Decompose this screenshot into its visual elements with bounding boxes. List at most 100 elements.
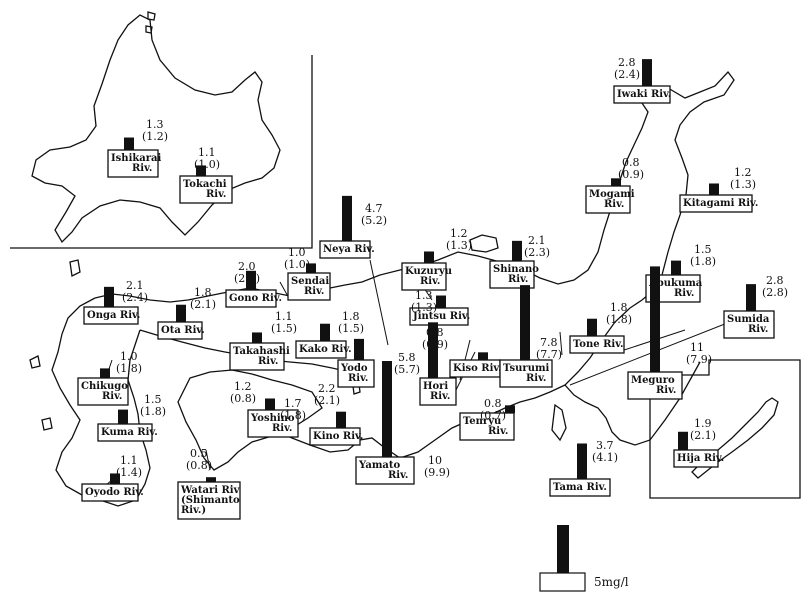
station-label-yodo-line2: Riv. xyxy=(348,373,368,384)
station-label-takahashi-line2: Riv. xyxy=(258,356,278,367)
station-label-yoshino: Yoshino xyxy=(250,413,295,424)
station-value-meguro: 11 xyxy=(690,341,704,354)
station-label-meguro-line2: Riv. xyxy=(656,385,676,396)
label-box-sumida xyxy=(723,310,775,339)
bar-oyodo-riv xyxy=(110,473,120,484)
station-value-prev-jintsu-riv: (1.3) xyxy=(411,301,437,314)
kanto-coast xyxy=(564,307,701,446)
hokkaido-inset-frame xyxy=(10,55,313,249)
station-label-tama-riv: Tama Riv. xyxy=(553,482,607,493)
label-box-kuma-riv xyxy=(97,423,153,442)
station-value-yoshino: 1.2 xyxy=(234,380,252,393)
label-box-shinano xyxy=(489,260,535,289)
bar-meguro xyxy=(650,266,660,372)
station-value-sumida: 2.8 xyxy=(766,274,784,287)
bar-kino-riv xyxy=(336,411,346,428)
station-value-kuzuryu: 1.2 xyxy=(450,227,468,240)
bar-kako-riv xyxy=(320,323,330,341)
station-kino-riv: Kino Riv.1.7(1.8) xyxy=(280,397,363,446)
station-value-onga-riv: 2.1 xyxy=(126,279,144,292)
station-value-hija-riv: 1.9 xyxy=(694,417,712,430)
station-label-hori-line2: Riv. xyxy=(430,391,450,402)
station-value-prev-hija-riv: (2.1) xyxy=(690,429,716,442)
station-value-takahashi: 1.1 xyxy=(275,310,293,323)
izu-peninsula xyxy=(551,403,567,442)
station-label-tokachi-line2: Riv. xyxy=(206,189,226,200)
station-value-prev-iwaki-riv: (2.4) xyxy=(614,68,640,81)
japan-sea-coast xyxy=(329,94,649,289)
station-tama-riv: Tama Riv.3.7(4.1) xyxy=(549,439,618,497)
sado-island xyxy=(469,234,499,253)
station-label-abukuma: Abukuma xyxy=(648,278,703,289)
station-tone-riv: Tone Riv.1.8(1.8) xyxy=(569,301,632,354)
label-box-ota-riv xyxy=(157,321,203,340)
bar-chikugo xyxy=(100,368,110,378)
bar-watari-riv xyxy=(206,477,216,482)
station-value-prev-tama-riv: (4.1) xyxy=(592,451,618,464)
label-box-meguro xyxy=(627,371,683,400)
label-box-watari-riv xyxy=(177,481,241,520)
bar-mogami xyxy=(611,178,621,186)
station-value-prev-sendai: (1.0) xyxy=(284,258,310,271)
station-value-prev-hori: (5.7) xyxy=(394,363,420,376)
station-value-hori: 5.8 xyxy=(398,351,416,364)
label-box-tone-riv xyxy=(569,335,625,354)
station-kuma-riv: Kuma Riv.1.5(1.8) xyxy=(97,393,166,442)
station-label-gono-riv: Gono Riv. xyxy=(229,293,282,304)
station-label-iwaki-riv: Iwaki Riv. xyxy=(617,89,671,100)
station-value-kuma-riv: 1.5 xyxy=(144,393,162,406)
station-label-watari-riv: Watari Riv xyxy=(180,485,241,496)
station-value-prev-watari-riv: (0.8) xyxy=(186,459,212,472)
label-box-tokachi xyxy=(179,175,233,204)
station-label-ishikarai-line2: Riv. xyxy=(132,163,152,174)
station-label-sendai: Sendai xyxy=(291,276,329,287)
station-label-abukuma-line2: Riv. xyxy=(674,288,694,299)
station-value-watari-riv: 0.5 xyxy=(190,447,208,460)
station-label-tsurumi-line2: Riv. xyxy=(526,373,546,384)
station-value-prev-yoshino: (0.8) xyxy=(230,392,256,405)
station-value-prev-kitagami-riv: (1.3) xyxy=(730,178,756,191)
station-iwaki-riv: Iwaki Riv.2.8(2.4) xyxy=(613,56,671,104)
bar-iwaki-riv xyxy=(642,59,652,86)
station-kitagami-riv: Kitagami Riv.1.2(1.3) xyxy=(679,166,758,213)
bar-yodo xyxy=(354,338,364,360)
station-label-sumida: Sumida xyxy=(727,314,770,325)
bar-sumida xyxy=(746,284,756,311)
station-label-mogami-line2: Riv. xyxy=(604,199,624,210)
station-value-prev-tone-riv: (1.8) xyxy=(606,313,632,326)
label-box-ishikarai xyxy=(107,149,159,178)
station-label-mogami: Mogami xyxy=(589,189,635,200)
station-value-prev-gono-riv: (2.4) xyxy=(234,272,260,285)
bar-jintsu-riv xyxy=(436,295,446,308)
station-value-prev-kako-riv: (1.5) xyxy=(338,322,364,335)
station-value-prev-chikugo: (1.8) xyxy=(116,362,142,375)
station-label-hija-riv: Hija Riv. xyxy=(677,453,724,464)
station-label-kiso-riv: Kiso Riv. xyxy=(453,363,502,374)
station-label-shinano: Shinano xyxy=(493,264,539,275)
station-label-yoshino-line2: Riv. xyxy=(272,423,292,434)
station-label-sendai-line2: Riv. xyxy=(304,286,324,297)
station-value-prev-oyodo-riv: (1.4) xyxy=(116,466,142,479)
station-ota-riv: Ota Riv.1.8(2.1) xyxy=(157,286,216,340)
station-hija-riv: Hija Riv. 1.9(2.1) xyxy=(673,417,724,468)
station-value-prev-shinano: (2.3) xyxy=(524,246,550,259)
station-label-hori: Hori xyxy=(423,381,448,392)
station-value-abukuma: 1.5 xyxy=(694,243,712,256)
station-label-takahashi: Takahashi xyxy=(233,346,290,357)
station-value-prev-abukuma: (1.8) xyxy=(690,255,716,268)
station-value-mogami: 0.8 xyxy=(622,156,640,169)
bar-neya-riv xyxy=(342,195,352,241)
label-box-kitagami-riv xyxy=(679,194,753,213)
bar-tone-riv xyxy=(587,318,597,336)
rebun-island xyxy=(147,11,156,21)
station-value-prev-kuma-riv: (1.8) xyxy=(140,405,166,418)
